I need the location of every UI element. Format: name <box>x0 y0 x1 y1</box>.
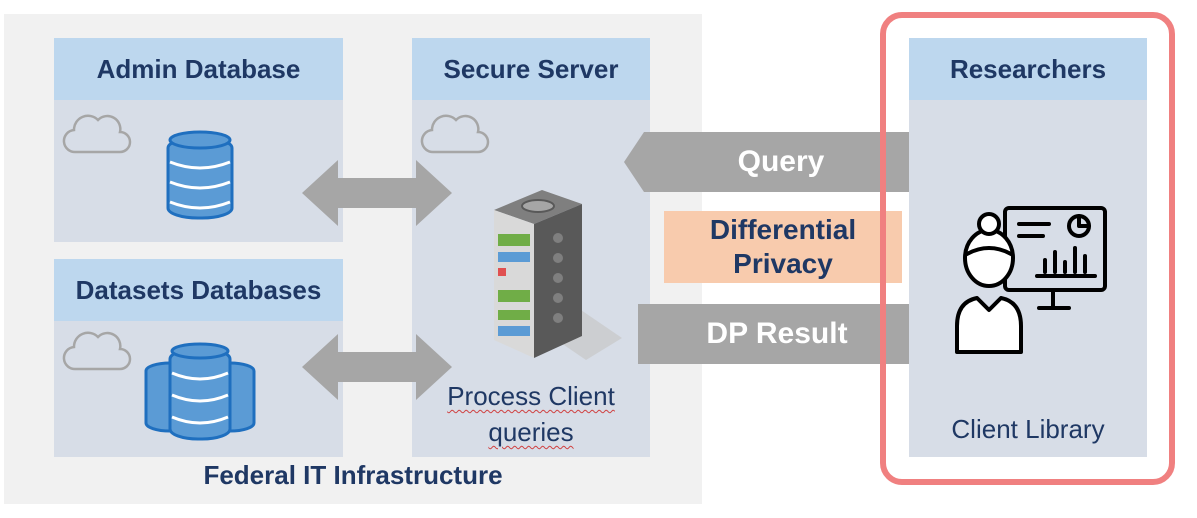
admin-database-title: Admin Database <box>54 38 343 100</box>
server-icon <box>494 190 622 360</box>
researchers-title: Researchers <box>909 38 1147 100</box>
secure-server-panel: Secure Server Process Client queries <box>412 38 650 457</box>
secure-server-caption-line2: queries <box>488 417 574 447</box>
dp-result-arrow: DP Result <box>638 304 938 364</box>
left-arrow-icon <box>624 132 918 192</box>
researcher-icon <box>955 206 1107 354</box>
cloud-icon <box>62 114 132 154</box>
query-arrow: Query <box>624 132 918 192</box>
dp-result-arrow-label: DP Result <box>706 317 848 350</box>
database-icon <box>166 130 234 220</box>
secure-server-title: Secure Server <box>412 38 650 100</box>
researchers-highlight-frame <box>880 12 1175 485</box>
secure-server-caption-line1: Process Client <box>447 381 615 411</box>
datasets-database-title: Datasets Databases <box>54 259 343 321</box>
federal-infrastructure-label: Federal IT Infrastructure <box>203 460 503 490</box>
double-arrow-icon <box>302 160 452 226</box>
client-library-label: Client Library <box>951 414 1105 444</box>
cloud-icon <box>420 114 490 154</box>
double-arrow-icon <box>302 334 452 400</box>
differential-privacy-line2: Privacy <box>733 248 833 279</box>
right-arrow-icon <box>638 304 938 364</box>
query-arrow-label: Query <box>737 145 825 178</box>
cloud-icon <box>62 331 132 371</box>
differential-privacy-line1: Differential <box>709 214 857 246</box>
datasets-database-panel: Datasets Databases <box>54 259 343 457</box>
admin-database-panel: Admin Database <box>54 38 343 242</box>
differential-privacy-box: Differential Privacy <box>664 211 902 283</box>
secure-server-caption: Process Client queries <box>412 378 650 450</box>
researchers-panel: Researchers Client Library <box>909 38 1147 457</box>
database-stack-icon <box>144 342 256 441</box>
